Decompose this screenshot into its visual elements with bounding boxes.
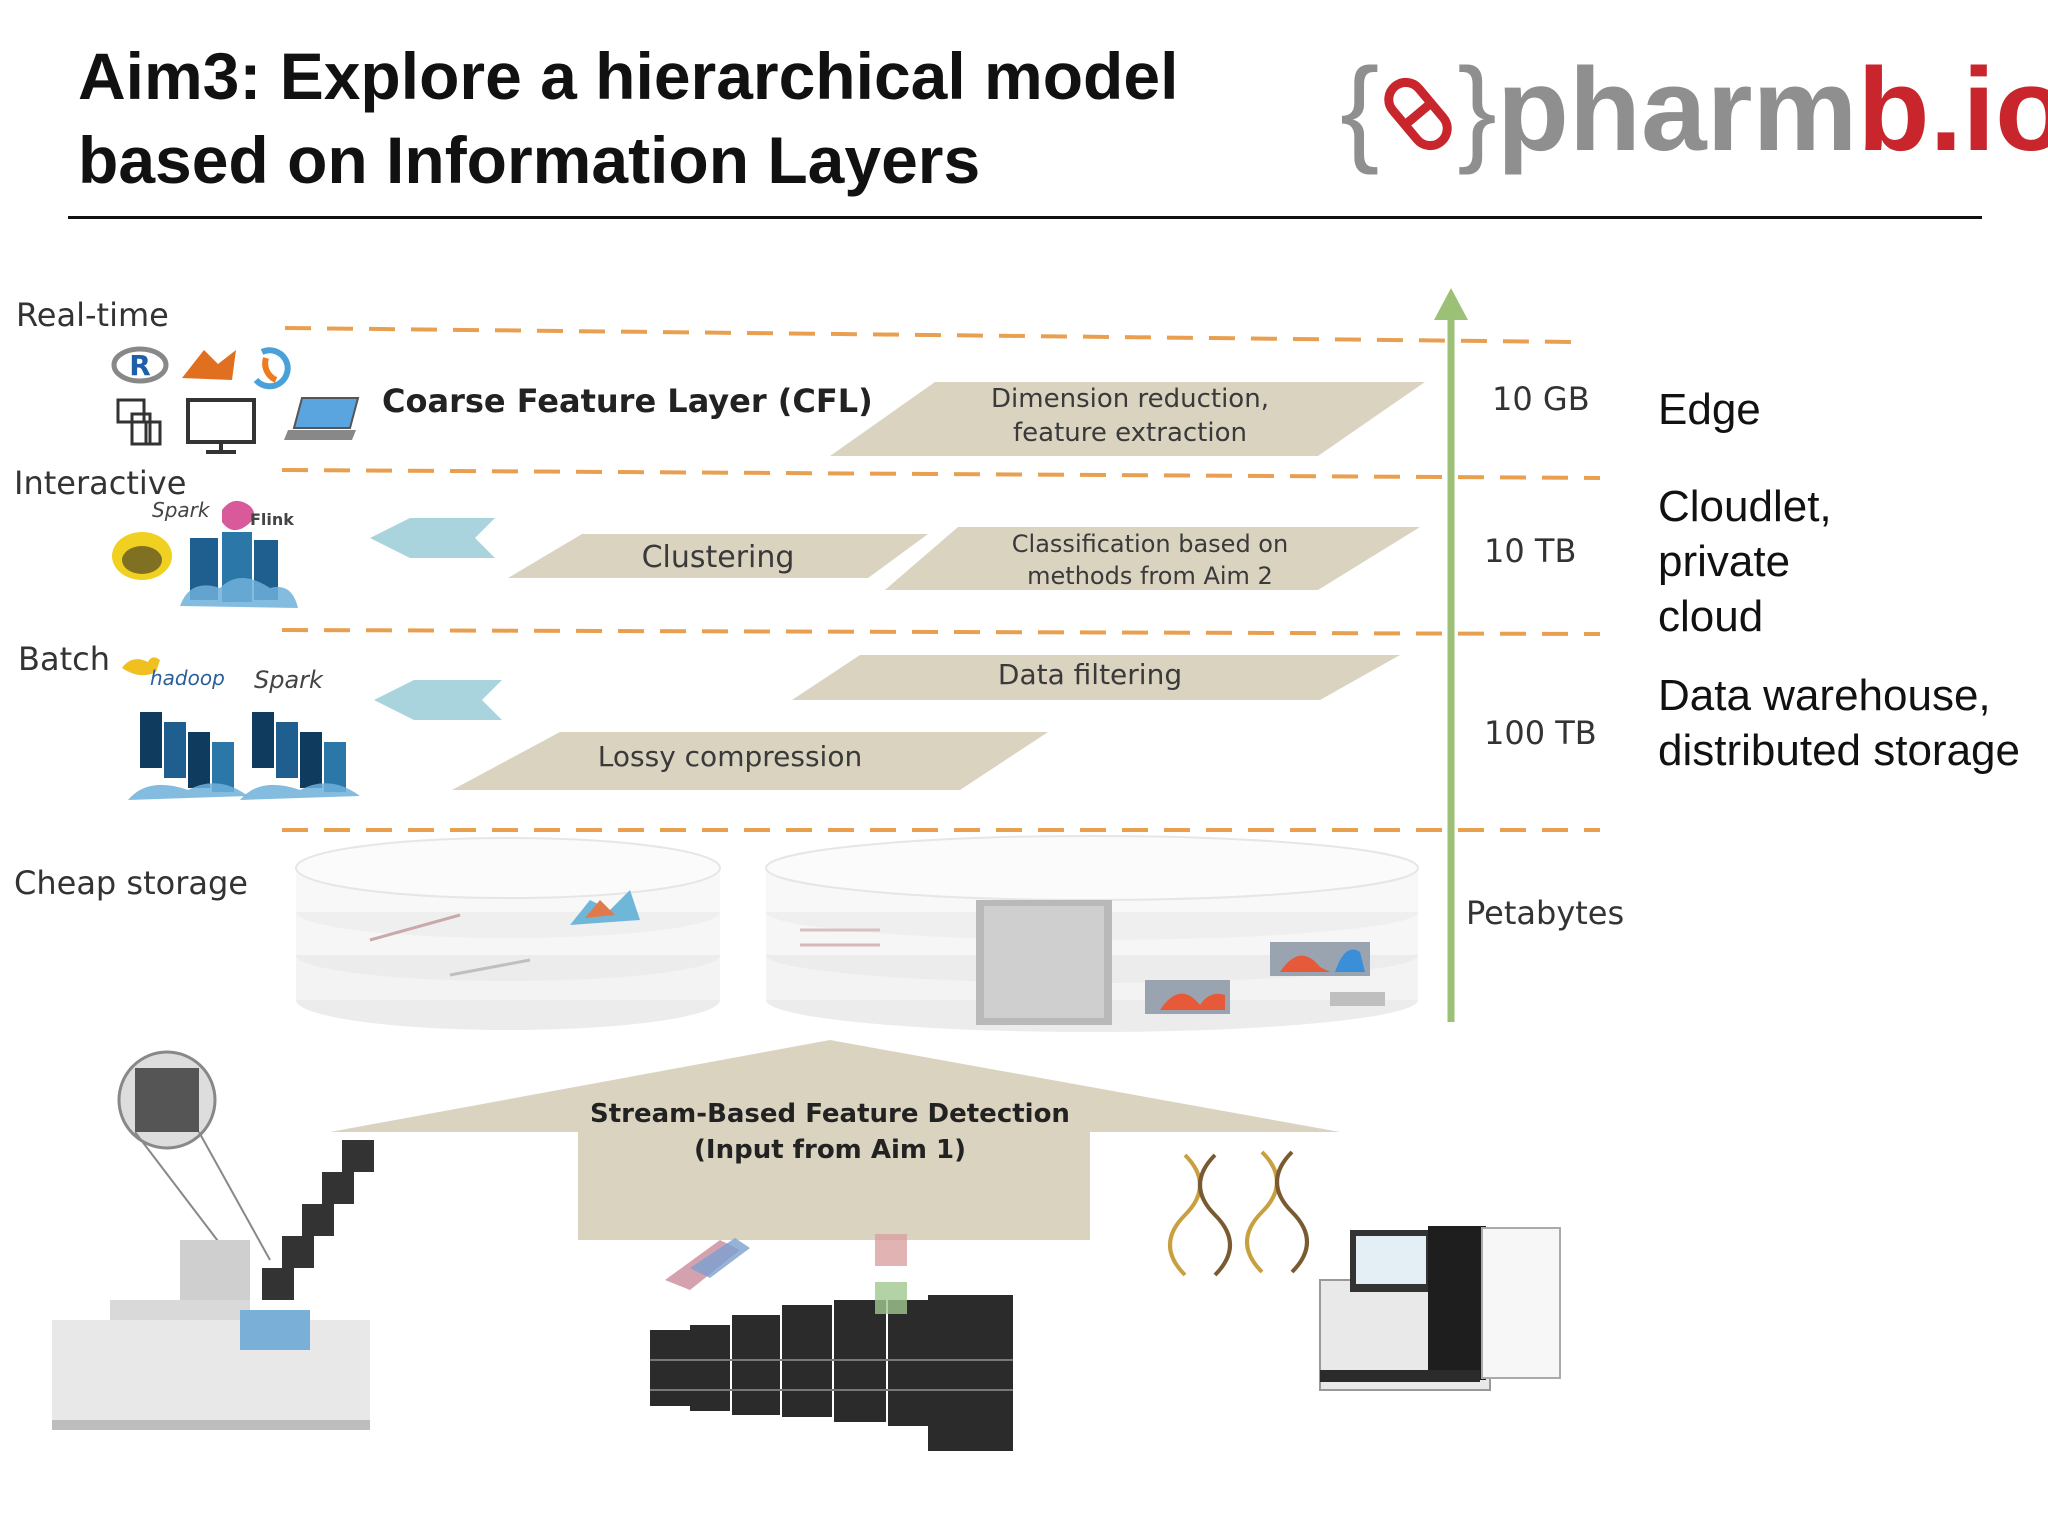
growth-arrow [1434, 288, 1468, 1022]
tier-label-interactive: Interactive [14, 464, 187, 502]
feedback-arrows [370, 518, 502, 720]
stream-line-1: Stream-Based Feature Detection [590, 1099, 1070, 1129]
lossy-compression-label: Lossy compression [597, 740, 863, 773]
tier-label-realtime: Real-time [16, 296, 169, 334]
interactive-tools [112, 500, 298, 608]
size-label-10tb: 10 TB [1484, 532, 1577, 570]
logo-text-grey: pharm [1496, 44, 1858, 176]
processing-parallelograms [452, 382, 1425, 790]
monitor-icon [186, 398, 256, 454]
dimension-reduction-line-1: Dimension reduction, [991, 384, 1269, 414]
disk-stack-icon-right [765, 835, 1419, 1032]
server-icon [180, 532, 298, 608]
classification-line-2: methods from Aim 2 [1027, 562, 1273, 590]
hadoop-elephant-icon [122, 657, 160, 676]
separator-interactive-batch [281, 628, 1601, 636]
data-filtering-shape [792, 655, 1400, 700]
clustering-shape [508, 534, 928, 578]
slide-title-line-1: Aim3: Explore a hierarchical model [78, 39, 1179, 113]
microscope-icon [52, 1050, 374, 1430]
tier-label-cheap-storage: Cheap storage [14, 864, 248, 902]
disk-stack-icon-left [295, 837, 721, 1030]
datacenter-racks-icon [650, 1234, 1013, 1451]
information-layers-diagram: R [0, 230, 2048, 1536]
warehouse-line-1: Data warehouse, [1658, 671, 1991, 720]
dimension-reduction-shape [830, 382, 1425, 456]
svg-text:R: R [129, 349, 151, 382]
flink-icon [222, 500, 255, 531]
separator-realtime-interactive [281, 468, 1601, 480]
size-label-100tb: 100 TB [1484, 714, 1597, 752]
classification-label: Classification based on methods from Aim… [980, 528, 1320, 592]
slide-title: Aim3: Explore a hierarchical model based… [78, 34, 1318, 202]
size-label-10gb: 10 GB [1492, 380, 1590, 418]
logo-brace-close: } [1457, 44, 1497, 176]
right-label-edge: Edge [1658, 385, 1761, 434]
dna-icon [1168, 1150, 1309, 1277]
realtime-tools: R [111, 346, 360, 454]
right-label-cloudlet: Cloudlet, private cloud [1658, 479, 1832, 644]
pill-icon [1384, 77, 1453, 151]
separator-top [284, 326, 1576, 344]
cloudlet-line-3: cloud [1658, 592, 1764, 641]
dimension-reduction-label: Dimension reduction, feature extraction [940, 382, 1320, 450]
matlab-icon [182, 350, 236, 380]
warehouse-line-2: distributed storage [1658, 726, 2020, 775]
layer-separators [281, 326, 1601, 832]
r-icon: R [111, 346, 169, 384]
cluster-icon-left [128, 712, 248, 800]
cloudlet-line-2: private [1658, 537, 1791, 586]
slide-title-line-2: based on Information Layers [78, 123, 981, 197]
lossy-compression-shape [452, 732, 1048, 790]
interactive-left-arrow [370, 518, 495, 558]
stream-feature-detection-label: Stream-Based Feature Detection (Input fr… [590, 1096, 1070, 1168]
laptop-icon [284, 397, 360, 440]
right-label-warehouse: Data warehouse, distributed storage [1658, 668, 2020, 778]
classification-shape [885, 527, 1420, 590]
spark-wordmark: Spark [152, 498, 210, 522]
spark-wordmark-batch: Spark [254, 666, 323, 694]
size-label-petabytes: Petabytes [1466, 894, 1625, 932]
tier-label-batch: Batch [18, 640, 110, 678]
cluster-icon-right [240, 712, 360, 800]
refresh-icon [253, 347, 291, 390]
title-divider [68, 216, 1982, 219]
devices-icon [116, 398, 162, 446]
pharmbio-logo: {}pharmb.io [1340, 40, 2048, 180]
flink-wordmark: Flink [250, 510, 294, 529]
logo-text-red: b.io [1857, 44, 2048, 176]
stream-line-2: (Input from Aim 1) [694, 1135, 966, 1165]
hive-icon [112, 532, 172, 580]
logo-brace-open: { [1340, 44, 1380, 176]
cloudlet-line-1: Cloudlet, [1658, 482, 1832, 531]
classification-line-1: Classification based on [1011, 530, 1289, 558]
batch-left-arrow [374, 680, 502, 720]
storage-disks [295, 835, 1419, 1032]
dimension-reduction-line-2: feature extraction [1013, 418, 1247, 448]
hadoop-wordmark: hadoop [150, 666, 225, 690]
batch-tools [122, 657, 360, 800]
stream-arrow [330, 1040, 1340, 1240]
clustering-label: Clustering [641, 540, 795, 575]
sequencer-icon [1319, 1226, 1561, 1391]
coarse-feature-layer-title: Coarse Feature Layer (CFL) [382, 382, 873, 420]
diagram-graphics: R [52, 288, 1601, 1451]
data-filtering-label: Data filtering [997, 658, 1183, 691]
